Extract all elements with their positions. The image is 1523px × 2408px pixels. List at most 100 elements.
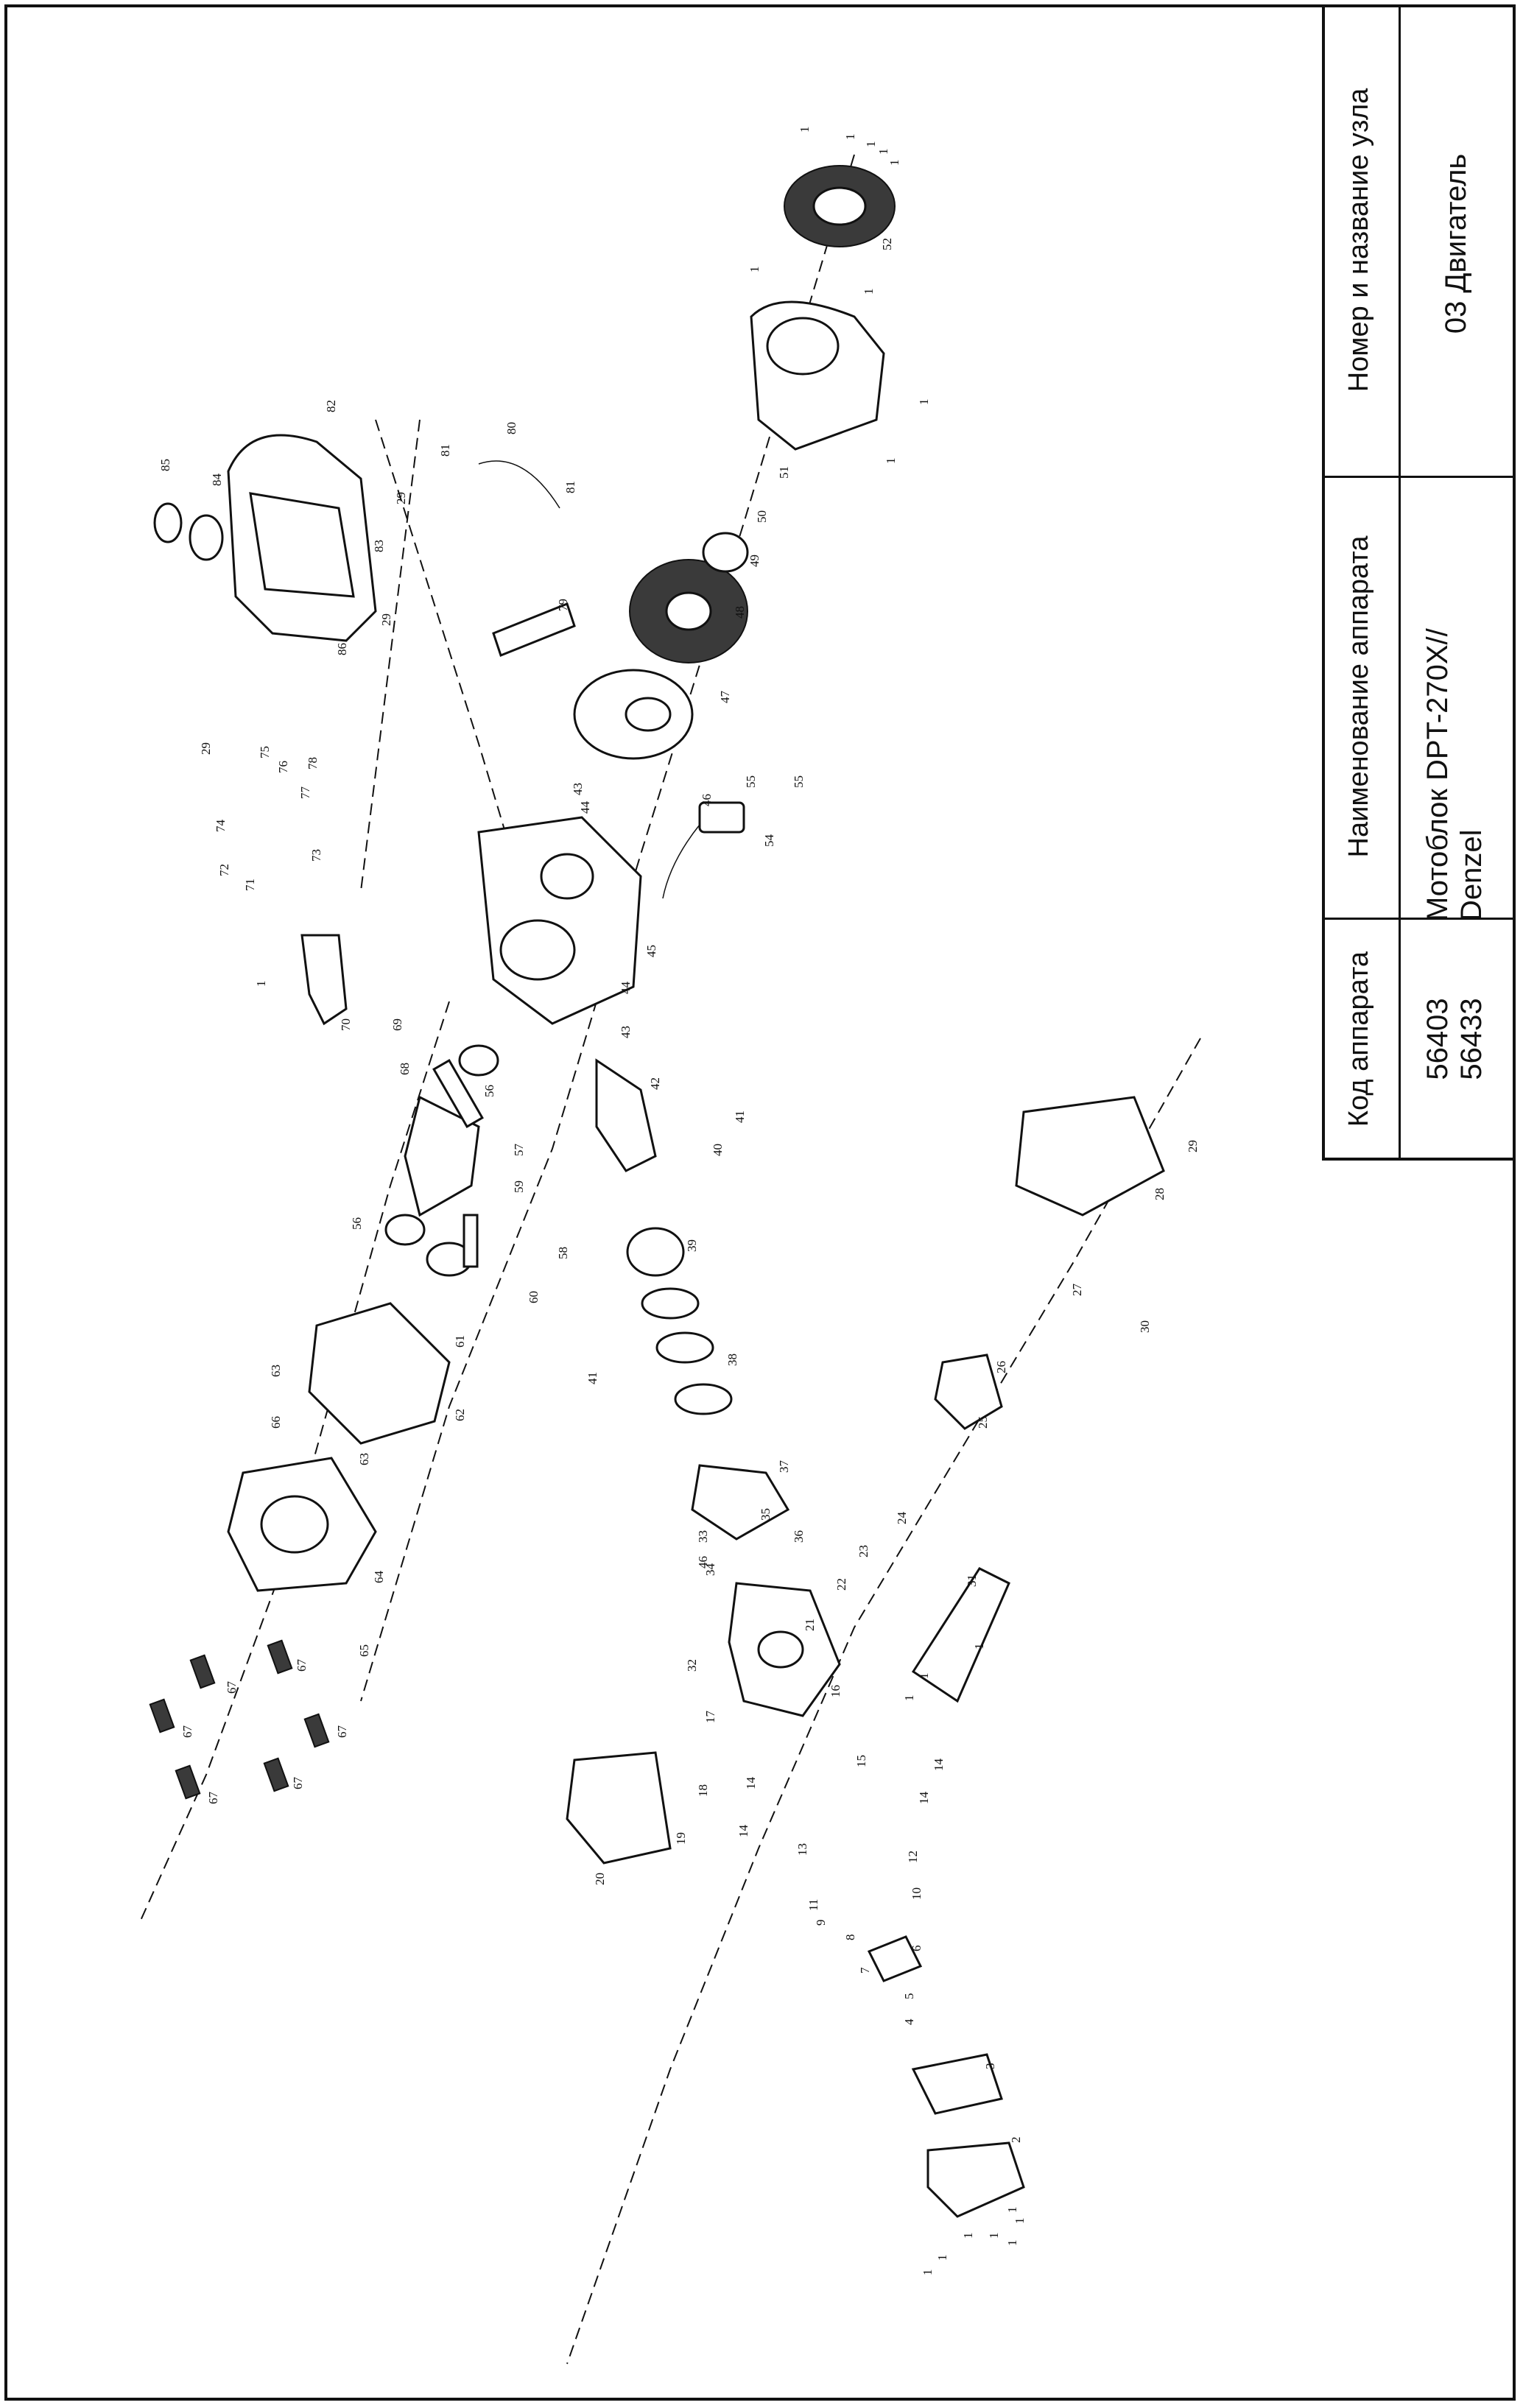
callout-15: 15 [854, 1755, 868, 1767]
callout-6: 6 [910, 1946, 924, 1952]
callout-29: 29 [379, 613, 393, 626]
cooling-fan [629, 559, 748, 663]
muffler [566, 1751, 672, 1865]
callout-1: 1 [1013, 2218, 1027, 2225]
callout-59: 59 [512, 1180, 526, 1193]
callout-80: 80 [504, 422, 518, 434]
callout-50: 50 [755, 510, 769, 523]
callout-37: 37 [777, 1460, 791, 1474]
title-block-divider [1399, 4, 1401, 1158]
callout-46: 46 [700, 794, 714, 806]
air-filter [1015, 1096, 1165, 1217]
callout-24: 24 [895, 1512, 909, 1525]
piston [626, 1227, 685, 1277]
callout-14: 14 [744, 1777, 758, 1790]
callout-55: 55 [744, 775, 758, 788]
callout-81: 81 [563, 481, 577, 493]
callout-58: 58 [556, 1247, 570, 1259]
callout-61: 61 [453, 1335, 467, 1348]
piston-rings [641, 1287, 733, 1415]
callout-36: 36 [792, 1530, 806, 1543]
carburetor [934, 1353, 1003, 1430]
callout-1: 1 [935, 2255, 949, 2261]
device-code-line-1: 56403 [1421, 998, 1454, 1080]
callout-1: 1 [917, 1673, 931, 1680]
callout-41: 41 [733, 1110, 747, 1123]
device-name-value: Мотоблок DPT-270X// Denzel [1421, 479, 1494, 921]
callout-57: 57 [512, 1144, 526, 1157]
callout-19: 19 [674, 1832, 688, 1845]
callout-69: 69 [390, 1018, 404, 1031]
assembly-axis-head [566, 1038, 1201, 2365]
header-node-number: Номер и название узла [1343, 88, 1374, 392]
callout-1: 1 [917, 399, 931, 406]
fuel-filter [153, 502, 224, 561]
callout-27: 27 [1070, 1284, 1084, 1297]
callout-48: 48 [733, 606, 747, 619]
callout-39: 39 [685, 1239, 699, 1252]
connecting-rod [595, 1058, 657, 1172]
callout-71: 71 [243, 879, 257, 891]
callout-11: 11 [806, 1899, 820, 1911]
callout-56: 56 [482, 1085, 496, 1097]
callout-64: 64 [372, 1571, 386, 1584]
callout-38: 38 [725, 1353, 739, 1366]
callout-56: 56 [350, 1217, 364, 1230]
callout-1: 1 [798, 127, 812, 133]
flywheel [573, 669, 694, 760]
callout-22: 22 [834, 1578, 848, 1591]
callout-1: 1 [902, 1695, 916, 1702]
cylinder-head [728, 1582, 841, 1717]
callout-78: 78 [306, 757, 320, 770]
callout-1: 1 [843, 134, 857, 141]
callout-72: 72 [217, 864, 231, 876]
callout-1: 1 [921, 2270, 935, 2276]
callout-76: 76 [276, 761, 290, 773]
callout-25: 25 [976, 1416, 990, 1429]
callout-1: 1 [1005, 2240, 1019, 2247]
callout-46: 46 [696, 1556, 710, 1569]
callout-12: 12 [906, 1851, 920, 1863]
callout-14: 14 [917, 1792, 931, 1805]
fuel-tank [227, 434, 377, 642]
callout-63: 63 [357, 1453, 371, 1465]
callout-49: 49 [748, 555, 762, 567]
part-callouts: 1111111111111111111123456789101112131414… [158, 127, 1200, 2276]
callout-75: 75 [258, 746, 272, 758]
callout-44: 44 [619, 982, 633, 995]
governor-arm [300, 934, 348, 1026]
callout-1: 1 [1005, 2207, 1019, 2214]
bearing [384, 1044, 499, 1246]
callout-18: 18 [696, 1784, 710, 1797]
callout-2: 2 [1009, 2137, 1023, 2144]
header-device-code: Код аппарата [1343, 951, 1374, 1127]
callout-70: 70 [339, 1018, 353, 1031]
callout-82: 82 [324, 400, 338, 412]
fan-cover [750, 300, 885, 451]
callout-81: 81 [438, 444, 452, 457]
assembly-axis-tank [360, 419, 524, 892]
callout-68: 68 [398, 1063, 412, 1075]
callout-67: 67 [335, 1725, 349, 1739]
callout-1: 1 [987, 2233, 1001, 2239]
node-name-value: 03 Двигатель [1440, 153, 1472, 334]
fuel-line [478, 460, 560, 509]
callout-29: 29 [394, 492, 408, 504]
callout-43: 43 [571, 783, 585, 795]
callout-44: 44 [578, 801, 592, 814]
callout-1: 1 [884, 458, 898, 465]
callout-34: 34 [703, 1563, 717, 1577]
callout-86: 86 [335, 643, 349, 655]
callout-29: 29 [1186, 1140, 1200, 1152]
ignition-coil [662, 801, 745, 899]
callout-32: 32 [685, 1659, 699, 1672]
callout-29: 29 [199, 742, 213, 755]
callout-54: 54 [762, 834, 776, 848]
callout-85: 85 [158, 459, 172, 471]
callout-14: 14 [736, 1825, 750, 1838]
device-code-value: 56403 56433 [1421, 929, 1494, 1150]
callout-8: 8 [843, 1935, 857, 1941]
callout-40: 40 [711, 1144, 725, 1156]
callout-5: 5 [902, 1993, 916, 2000]
callout-17: 17 [703, 1711, 717, 1724]
